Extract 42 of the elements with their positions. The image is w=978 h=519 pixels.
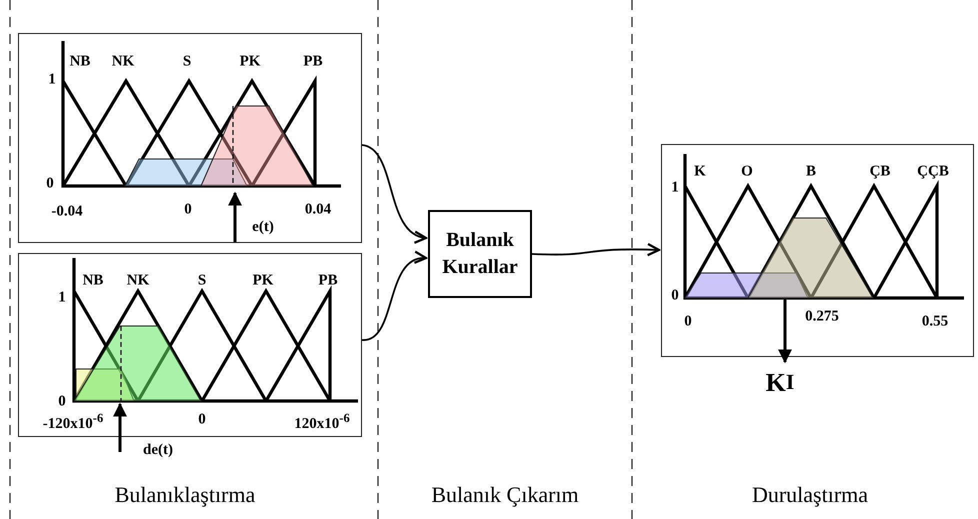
axis-tick-label: 1	[671, 180, 679, 196]
axis-tick-label: 0.55	[922, 314, 948, 330]
axis-tick-label: 1	[48, 72, 56, 88]
axis-tick-label: 0	[184, 202, 192, 218]
axis-tick-label: 0.275	[805, 308, 839, 326]
signal-label: e(t)	[244, 216, 282, 238]
set-label: ÇÇB	[917, 164, 949, 180]
axis-tick-label: 0.04	[304, 202, 332, 218]
signal-label: de(t)	[134, 439, 182, 461]
set-label: NB	[70, 54, 90, 70]
set-label: PB	[318, 272, 338, 290]
axis-tick-label: 120x10$^{-6}$	[294, 411, 350, 433]
arrow	[113, 402, 127, 452]
axis-tick-label: 0	[58, 394, 66, 410]
arrow	[362, 144, 428, 242]
set-label: PB	[303, 54, 323, 70]
axis-tick-label: 0	[198, 412, 206, 428]
arrow	[532, 242, 660, 256]
set-label: PK	[240, 54, 260, 70]
stage-heading: Bulanıklaştırma	[114, 482, 256, 508]
set-label: S	[182, 54, 192, 70]
set-label: NK	[126, 272, 150, 290]
arrow	[228, 192, 242, 242]
axis-tick-label: -120x10$^{-6}$	[42, 411, 104, 433]
axis-tick-label: 0	[684, 314, 692, 330]
arrow	[778, 299, 792, 364]
arrow	[362, 252, 428, 341]
axis-tick-label: 0	[46, 176, 54, 192]
process-box: Bulanık Kurallar	[428, 210, 532, 298]
axis-tick-label: 1	[58, 290, 66, 306]
axis-tick-label: -0.04	[51, 204, 83, 220]
set-label: K	[694, 164, 706, 180]
set-label: PK	[252, 272, 274, 290]
axis-tick-label: 0	[671, 288, 679, 304]
set-label: NK	[112, 54, 134, 70]
set-label: NB	[82, 272, 104, 290]
set-label: S	[198, 272, 206, 290]
set-label: B	[806, 164, 816, 180]
stage-heading: Durulaştırma	[752, 482, 868, 508]
set-label: ÇB	[870, 164, 890, 180]
set-label: O	[741, 164, 753, 180]
stage-heading: Bulanık Çıkarım	[431, 482, 579, 508]
